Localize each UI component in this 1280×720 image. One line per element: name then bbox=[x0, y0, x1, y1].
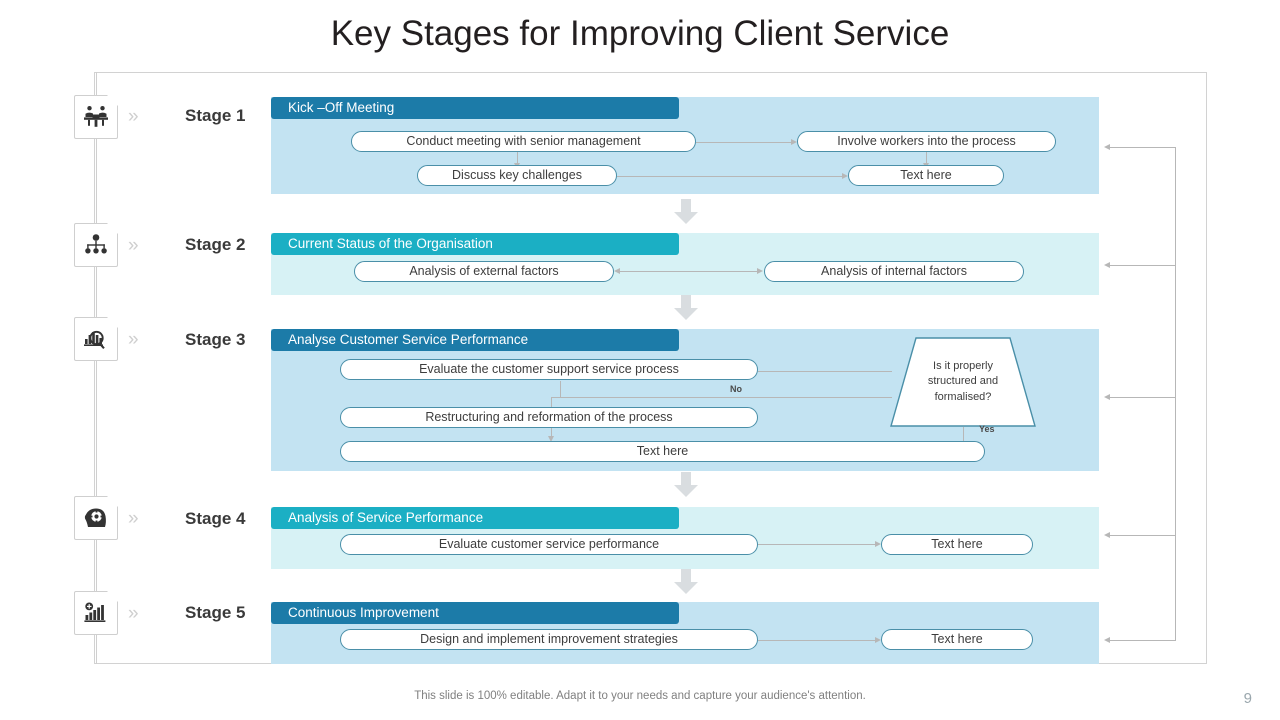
stage-1-text-here-box[interactable]: Text here bbox=[848, 165, 1004, 186]
stage-5-label: Stage 5 bbox=[185, 603, 246, 622]
decision-yes-label: Yes bbox=[979, 424, 995, 434]
stage-1-icon-badge[interactable] bbox=[74, 95, 118, 139]
growth-chart-icon bbox=[83, 601, 109, 625]
s2-arrow-left bbox=[614, 267, 620, 274]
stage-3-label: Stage 3 bbox=[185, 330, 246, 349]
stage-2-icon-badge[interactable] bbox=[74, 223, 118, 267]
stage-2-to-3-arrow bbox=[673, 295, 699, 321]
stage-5-chevron-icon: » bbox=[128, 603, 138, 624]
s4-arrow bbox=[875, 540, 881, 547]
feedback-to-stage-1 bbox=[1110, 147, 1175, 148]
stage-2-label: Stage 2 bbox=[185, 235, 246, 254]
feedback-arrow-3 bbox=[1104, 393, 1110, 400]
involve-workers-box[interactable]: Involve workers into the process bbox=[797, 131, 1056, 152]
stage-5-text-here-box[interactable]: Text here bbox=[881, 629, 1033, 650]
stage-3-text-here-box[interactable]: Text here bbox=[340, 441, 985, 462]
stage-4-to-5-arrow bbox=[673, 569, 699, 595]
feedback-to-stage-3 bbox=[1110, 397, 1175, 398]
s3-arrow-mid bbox=[547, 436, 554, 442]
stage-3-to-4-arrow bbox=[673, 472, 699, 498]
stage-2-chevron-icon: » bbox=[128, 235, 138, 256]
stage-4-text-here-box[interactable]: Text here bbox=[881, 534, 1033, 555]
s2-arrow-right bbox=[757, 267, 763, 274]
stage-3-icon-badge[interactable] bbox=[74, 317, 118, 361]
stage-3-chevron-icon: » bbox=[128, 329, 138, 350]
s3-connector-no-v2 bbox=[551, 397, 552, 408]
stage-2-banner: Current Status of the Organisation bbox=[271, 233, 679, 255]
feedback-to-stage-5 bbox=[1110, 640, 1175, 641]
org-hierarchy-icon bbox=[83, 233, 109, 257]
s3-connector-top bbox=[758, 371, 892, 372]
feedback-to-stage-2 bbox=[1110, 265, 1175, 266]
meeting-people-icon bbox=[83, 105, 109, 129]
stage-1-label: Stage 1 bbox=[185, 106, 246, 125]
stage-5-icon-badge[interactable] bbox=[74, 591, 118, 635]
conduct-meeting-box[interactable]: Conduct meeting with senior management bbox=[351, 131, 696, 152]
s1-connector-4 bbox=[926, 152, 927, 164]
s3-connector-no-v bbox=[560, 381, 561, 398]
external-factors-box[interactable]: Analysis of external factors bbox=[354, 261, 614, 282]
stage-1-to-2-arrow bbox=[673, 199, 699, 225]
decision-trapezoid[interactable]: Is it properly structured and formalised… bbox=[890, 337, 1036, 427]
feedback-arrow-1 bbox=[1104, 143, 1110, 150]
s3-connector-no-h2 bbox=[551, 397, 561, 398]
stage-3-banner: Analyse Customer Service Performance bbox=[271, 329, 679, 351]
stage-4-chevron-icon: » bbox=[128, 508, 138, 529]
s3-connector-yes-v bbox=[963, 427, 964, 451]
evaluate-support-process-box[interactable]: Evaluate the customer support service pr… bbox=[340, 359, 758, 380]
stage-4-label: Stage 4 bbox=[185, 509, 246, 528]
feedback-arrow-2 bbox=[1104, 261, 1110, 268]
feedback-loop-spine bbox=[1175, 147, 1176, 641]
stage-1-chevron-icon: » bbox=[128, 106, 138, 127]
s1-connector-3 bbox=[617, 176, 843, 177]
discuss-challenges-box[interactable]: Discuss key challenges bbox=[417, 165, 617, 186]
feedback-arrow-5 bbox=[1104, 636, 1110, 643]
page-number: 9 bbox=[1243, 690, 1252, 707]
vertical-rail bbox=[96, 72, 97, 664]
internal-factors-box[interactable]: Analysis of internal factors bbox=[764, 261, 1024, 282]
s5-connector bbox=[758, 640, 876, 641]
magnifier-chart-icon bbox=[83, 327, 109, 351]
stage-5-banner: Continuous Improvement bbox=[271, 602, 679, 624]
feedback-arrow-4 bbox=[1104, 531, 1110, 538]
s1-arrow-1 bbox=[791, 138, 797, 145]
improvement-strategies-box[interactable]: Design and implement improvement strateg… bbox=[340, 629, 758, 650]
s2-connector-1 bbox=[620, 271, 760, 272]
s1-arrow-3 bbox=[842, 172, 848, 179]
evaluate-performance-box[interactable]: Evaluate customer service performance bbox=[340, 534, 758, 555]
stage-1-banner: Kick –Off Meeting bbox=[271, 97, 679, 119]
footer-note: This slide is 100% editable. Adapt it to… bbox=[414, 690, 866, 702]
s3-connector-no bbox=[560, 397, 892, 398]
s3-connector-mid-v bbox=[551, 428, 552, 437]
feedback-to-stage-4 bbox=[1110, 535, 1175, 536]
s1-connector-2 bbox=[517, 152, 518, 164]
page-title: Key Stages for Improving Client Service bbox=[330, 14, 950, 53]
s1-connector-1 bbox=[696, 142, 792, 143]
s5-arrow bbox=[875, 636, 881, 643]
head-gear-icon bbox=[83, 506, 109, 530]
decision-no-label: No bbox=[730, 384, 742, 394]
restructuring-box[interactable]: Restructuring and reformation of the pro… bbox=[340, 407, 758, 428]
stage-4-icon-badge[interactable] bbox=[74, 496, 118, 540]
decision-text: Is it properly structured and formalised… bbox=[927, 360, 999, 403]
stage-4-banner: Analysis of Service Performance bbox=[271, 507, 679, 529]
s4-connector bbox=[758, 544, 876, 545]
